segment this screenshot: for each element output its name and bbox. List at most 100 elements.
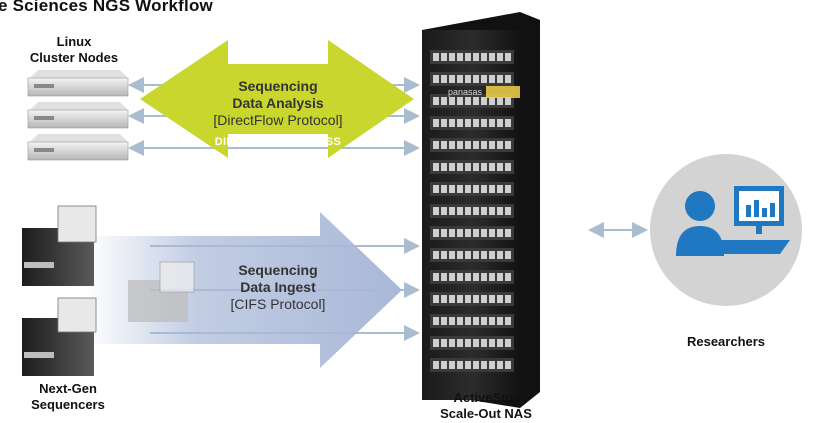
rack-drive: [481, 229, 487, 237]
nas-label-line-2: Scale-Out NAS: [440, 406, 532, 421]
rack-drive: [489, 251, 495, 259]
rack-drive: [497, 273, 503, 281]
rack-drive: [449, 141, 455, 149]
rack-drive: [505, 229, 511, 237]
rack-drive: [465, 163, 471, 171]
rack-drive: [457, 97, 463, 105]
rack-drive: [481, 207, 487, 215]
rack-drive: [457, 163, 463, 171]
rack-drive: [497, 339, 503, 347]
researchers-circle: [650, 154, 802, 306]
rack-drive: [441, 97, 447, 105]
rack-drive: [465, 141, 471, 149]
rack-drive: [457, 119, 463, 127]
nas-logo: panasas: [448, 87, 483, 97]
rack-drive: [465, 295, 471, 303]
rack-drive: [473, 339, 479, 347]
rack-drive: [441, 317, 447, 325]
rack-drive: [481, 141, 487, 149]
rack-drive: [497, 53, 503, 61]
page-title: e Sciences NGS Workflow: [0, 0, 213, 15]
rack-drive: [465, 53, 471, 61]
sequencers-label-line-1: Next-Gen: [39, 381, 97, 396]
ingest-arrow: [84, 212, 402, 368]
rack-drive: [505, 295, 511, 303]
rack-drive: [481, 75, 487, 83]
rack-drive: [441, 207, 447, 215]
rack-drive: [441, 273, 447, 281]
analysis-line-1: Sequencing: [238, 78, 318, 94]
rack-drive: [497, 251, 503, 259]
rack-drive: [457, 273, 463, 281]
rack-drive: [449, 75, 455, 83]
rack-drive: [497, 229, 503, 237]
rack-drive: [473, 317, 479, 325]
rack-drive: [449, 207, 455, 215]
rack-drive: [473, 361, 479, 369]
rack-drive: [481, 339, 487, 347]
nas-label-line-1: ActiveStor: [453, 390, 519, 405]
rack-drive: [441, 229, 447, 237]
rack-drive: [457, 229, 463, 237]
rack-drive: [473, 207, 479, 215]
linux-cluster-label: Linux Cluster Nodes: [26, 34, 122, 66]
rack-drive: [433, 53, 439, 61]
rack-drive: [449, 229, 455, 237]
rack-drive: [489, 317, 495, 325]
nas-rack: [422, 12, 540, 408]
rack-drive: [457, 185, 463, 193]
linux-server-3: [27, 134, 129, 161]
rack-drive: [449, 163, 455, 171]
sequencer-3: [22, 297, 97, 376]
rack-drive: [441, 163, 447, 171]
rack-drive: [449, 361, 455, 369]
rack-drive: [449, 53, 455, 61]
rack-drive: [505, 207, 511, 215]
linux-server-1: [27, 70, 129, 97]
rack-drive: [457, 317, 463, 325]
rack-drive: [465, 185, 471, 193]
nas-label: ActiveStor Scale-Out NAS: [426, 390, 546, 422]
rack-drive: [473, 75, 479, 83]
rack-drive: [465, 97, 471, 105]
rack-drive: [433, 185, 439, 193]
rack-drive: [449, 273, 455, 281]
rack-drive: [457, 53, 463, 61]
rack-drive: [473, 251, 479, 259]
rack-drive: [505, 163, 511, 171]
rack-drive: [481, 163, 487, 171]
rack-drive: [441, 141, 447, 149]
rack-drive: [433, 97, 439, 105]
rack-drive: [449, 339, 455, 347]
rack-drive: [481, 251, 487, 259]
rack-drive: [465, 273, 471, 281]
rack-drive: [481, 185, 487, 193]
rack-drive: [441, 339, 447, 347]
rack-drive: [473, 119, 479, 127]
rack-drive: [465, 207, 471, 215]
rack-drive: [473, 163, 479, 171]
rack-drive: [457, 339, 463, 347]
ingest-line-3: [CIFS Protocol]: [230, 296, 326, 312]
rack-drive: [497, 75, 503, 83]
rack-drive: [433, 295, 439, 303]
rack-drive: [457, 75, 463, 83]
rack-drive: [441, 361, 447, 369]
linux-label-line-1: Linux: [56, 34, 92, 49]
rack-drive: [473, 97, 479, 105]
sequencers-label: Next-Gen Sequencers: [20, 381, 116, 413]
sequencer-2: [128, 261, 195, 322]
rack-drive: [465, 75, 471, 83]
rack-drive: [449, 251, 455, 259]
rack-drive: [433, 273, 439, 281]
rack-drive: [489, 163, 495, 171]
rack-drive: [489, 141, 495, 149]
rack-drive: [505, 339, 511, 347]
rack-drive: [433, 163, 439, 171]
ingest-line-1: Sequencing: [238, 262, 318, 278]
analysis-arrow-text: Sequencing Data Analysis [DirectFlow Pro…: [198, 78, 358, 151]
rack-drive: [457, 361, 463, 369]
rack-drive: [441, 295, 447, 303]
linux-label-line-2: Cluster Nodes: [29, 50, 119, 65]
